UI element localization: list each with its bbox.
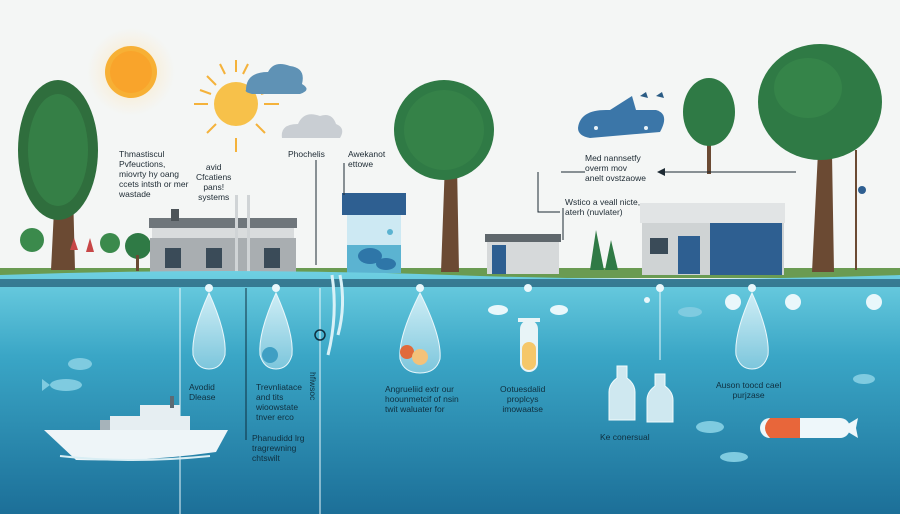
- capsule-icon: [760, 418, 858, 438]
- label-awekanot: Awekanot ettowe: [348, 149, 386, 169]
- cloud-icon: [245, 64, 307, 94]
- label-angrueliid: Angrueliid extr our hoounmetcif of nsin …: [385, 384, 459, 414]
- label-ke-conersual: Ke conersual: [600, 432, 650, 442]
- label-trevnliatace: Trevnliatace and tits wioowstate tnver e…: [256, 382, 302, 422]
- label-auson-toocd: Auson toocd cael purjzase: [716, 380, 782, 400]
- label-phochelis: Phochelis: [288, 149, 325, 159]
- label-ootuesdalid: Ootuesdalid proplcys imowaatse: [500, 384, 546, 414]
- sun-icon: [87, 28, 175, 116]
- label-avodid: Avodid Dlease: [189, 382, 216, 402]
- water-tank-icon: [342, 193, 406, 273]
- house-icon: [485, 234, 561, 274]
- cloud-icon: [281, 114, 343, 138]
- drone-icon: [578, 110, 665, 138]
- house-icon: [149, 195, 297, 274]
- house-icon: [640, 203, 785, 275]
- fish-icon: [42, 307, 875, 462]
- tree-icon: [683, 78, 735, 174]
- label-sun-text: avid Cfcatiens pans! systems: [196, 162, 232, 202]
- label-wastico: Wstico a veall nicte, aterh (nuvlater): [565, 197, 641, 217]
- boat-icon: [44, 396, 228, 461]
- tree-icon: [394, 80, 494, 272]
- label-med-nannsetby: Med nannsetfy overm mov anelt ovstzaowe: [585, 153, 646, 183]
- label-phanudidd: Phanudidd lrg tragrewning chtswilt: [252, 433, 305, 463]
- tree-icon: [758, 44, 882, 272]
- label-top-left: Thmastiscul Pvfeuctions, miovrty hy oang…: [119, 149, 189, 199]
- bottle-icon: [608, 365, 674, 423]
- tree-icon: [18, 80, 98, 270]
- test-tube-icon: [518, 318, 540, 372]
- label-vertical: hfiwsoc: [308, 372, 318, 401]
